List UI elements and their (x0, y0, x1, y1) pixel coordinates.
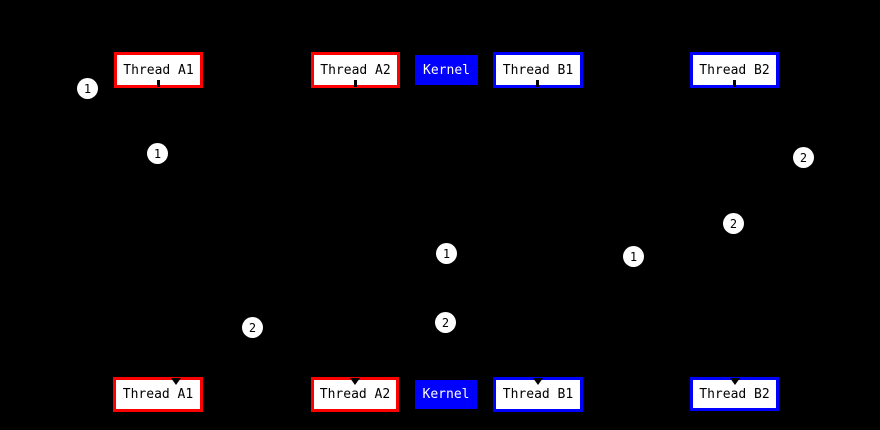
step-marker: 2 (242, 317, 263, 338)
arrowhead-notch (170, 378, 181, 385)
edge-stub (732, 80, 736, 87)
node-label: Thread A1 (123, 62, 194, 78)
step-marker-number: 2 (248, 320, 257, 335)
node-thread-a2-bottom: Thread A2 (311, 377, 399, 412)
node-label: Thread A2 (319, 387, 391, 402)
node-kernel-bottom: Kernel (415, 380, 477, 409)
step-marker: 1 (623, 246, 644, 267)
step-marker: 2 (793, 147, 814, 168)
edge-stub (353, 80, 357, 87)
node-label: Thread A2 (320, 62, 391, 78)
step-marker-number: 1 (83, 81, 92, 96)
edge-stub (156, 80, 160, 87)
edge-stub (536, 80, 539, 87)
node-thread-a2-top: Thread A2 (311, 52, 400, 88)
step-marker: 2 (435, 312, 456, 333)
node-label: Thread B1 (502, 62, 574, 78)
node-kernel-top: Kernel (415, 55, 478, 85)
step-marker: 1 (77, 78, 98, 99)
node-label: Thread B1 (502, 387, 574, 402)
node-label: Thread B2 (699, 62, 770, 78)
step-marker: 1 (436, 243, 457, 264)
arrowhead-notch (729, 378, 740, 385)
node-thread-a1-bottom: Thread A1 (113, 377, 203, 412)
node-thread-b2-top: Thread B2 (690, 52, 779, 88)
node-thread-b1-bottom: Thread B1 (493, 377, 583, 412)
step-marker-number: 2 (729, 216, 738, 231)
step-marker-number: 1 (442, 246, 451, 261)
node-thread-b1-top: Thread B1 (493, 52, 583, 88)
step-marker: 2 (723, 213, 744, 234)
node-thread-a1-top: Thread A1 (114, 52, 203, 88)
step-marker-number: 2 (799, 150, 808, 165)
step-marker: 1 (147, 143, 168, 164)
node-label: Kernel (422, 387, 470, 402)
arrowhead-notch (350, 378, 360, 385)
step-marker-number: 1 (153, 146, 162, 161)
node-thread-b2-bottom: Thread B2 (690, 377, 779, 411)
node-label: Thread A1 (122, 387, 194, 402)
step-marker-number: 2 (441, 315, 450, 330)
node-label: Thread B2 (699, 386, 770, 402)
node-label: Kernel (423, 62, 470, 78)
arrowhead-notch (533, 378, 543, 385)
step-marker-number: 1 (629, 249, 638, 264)
